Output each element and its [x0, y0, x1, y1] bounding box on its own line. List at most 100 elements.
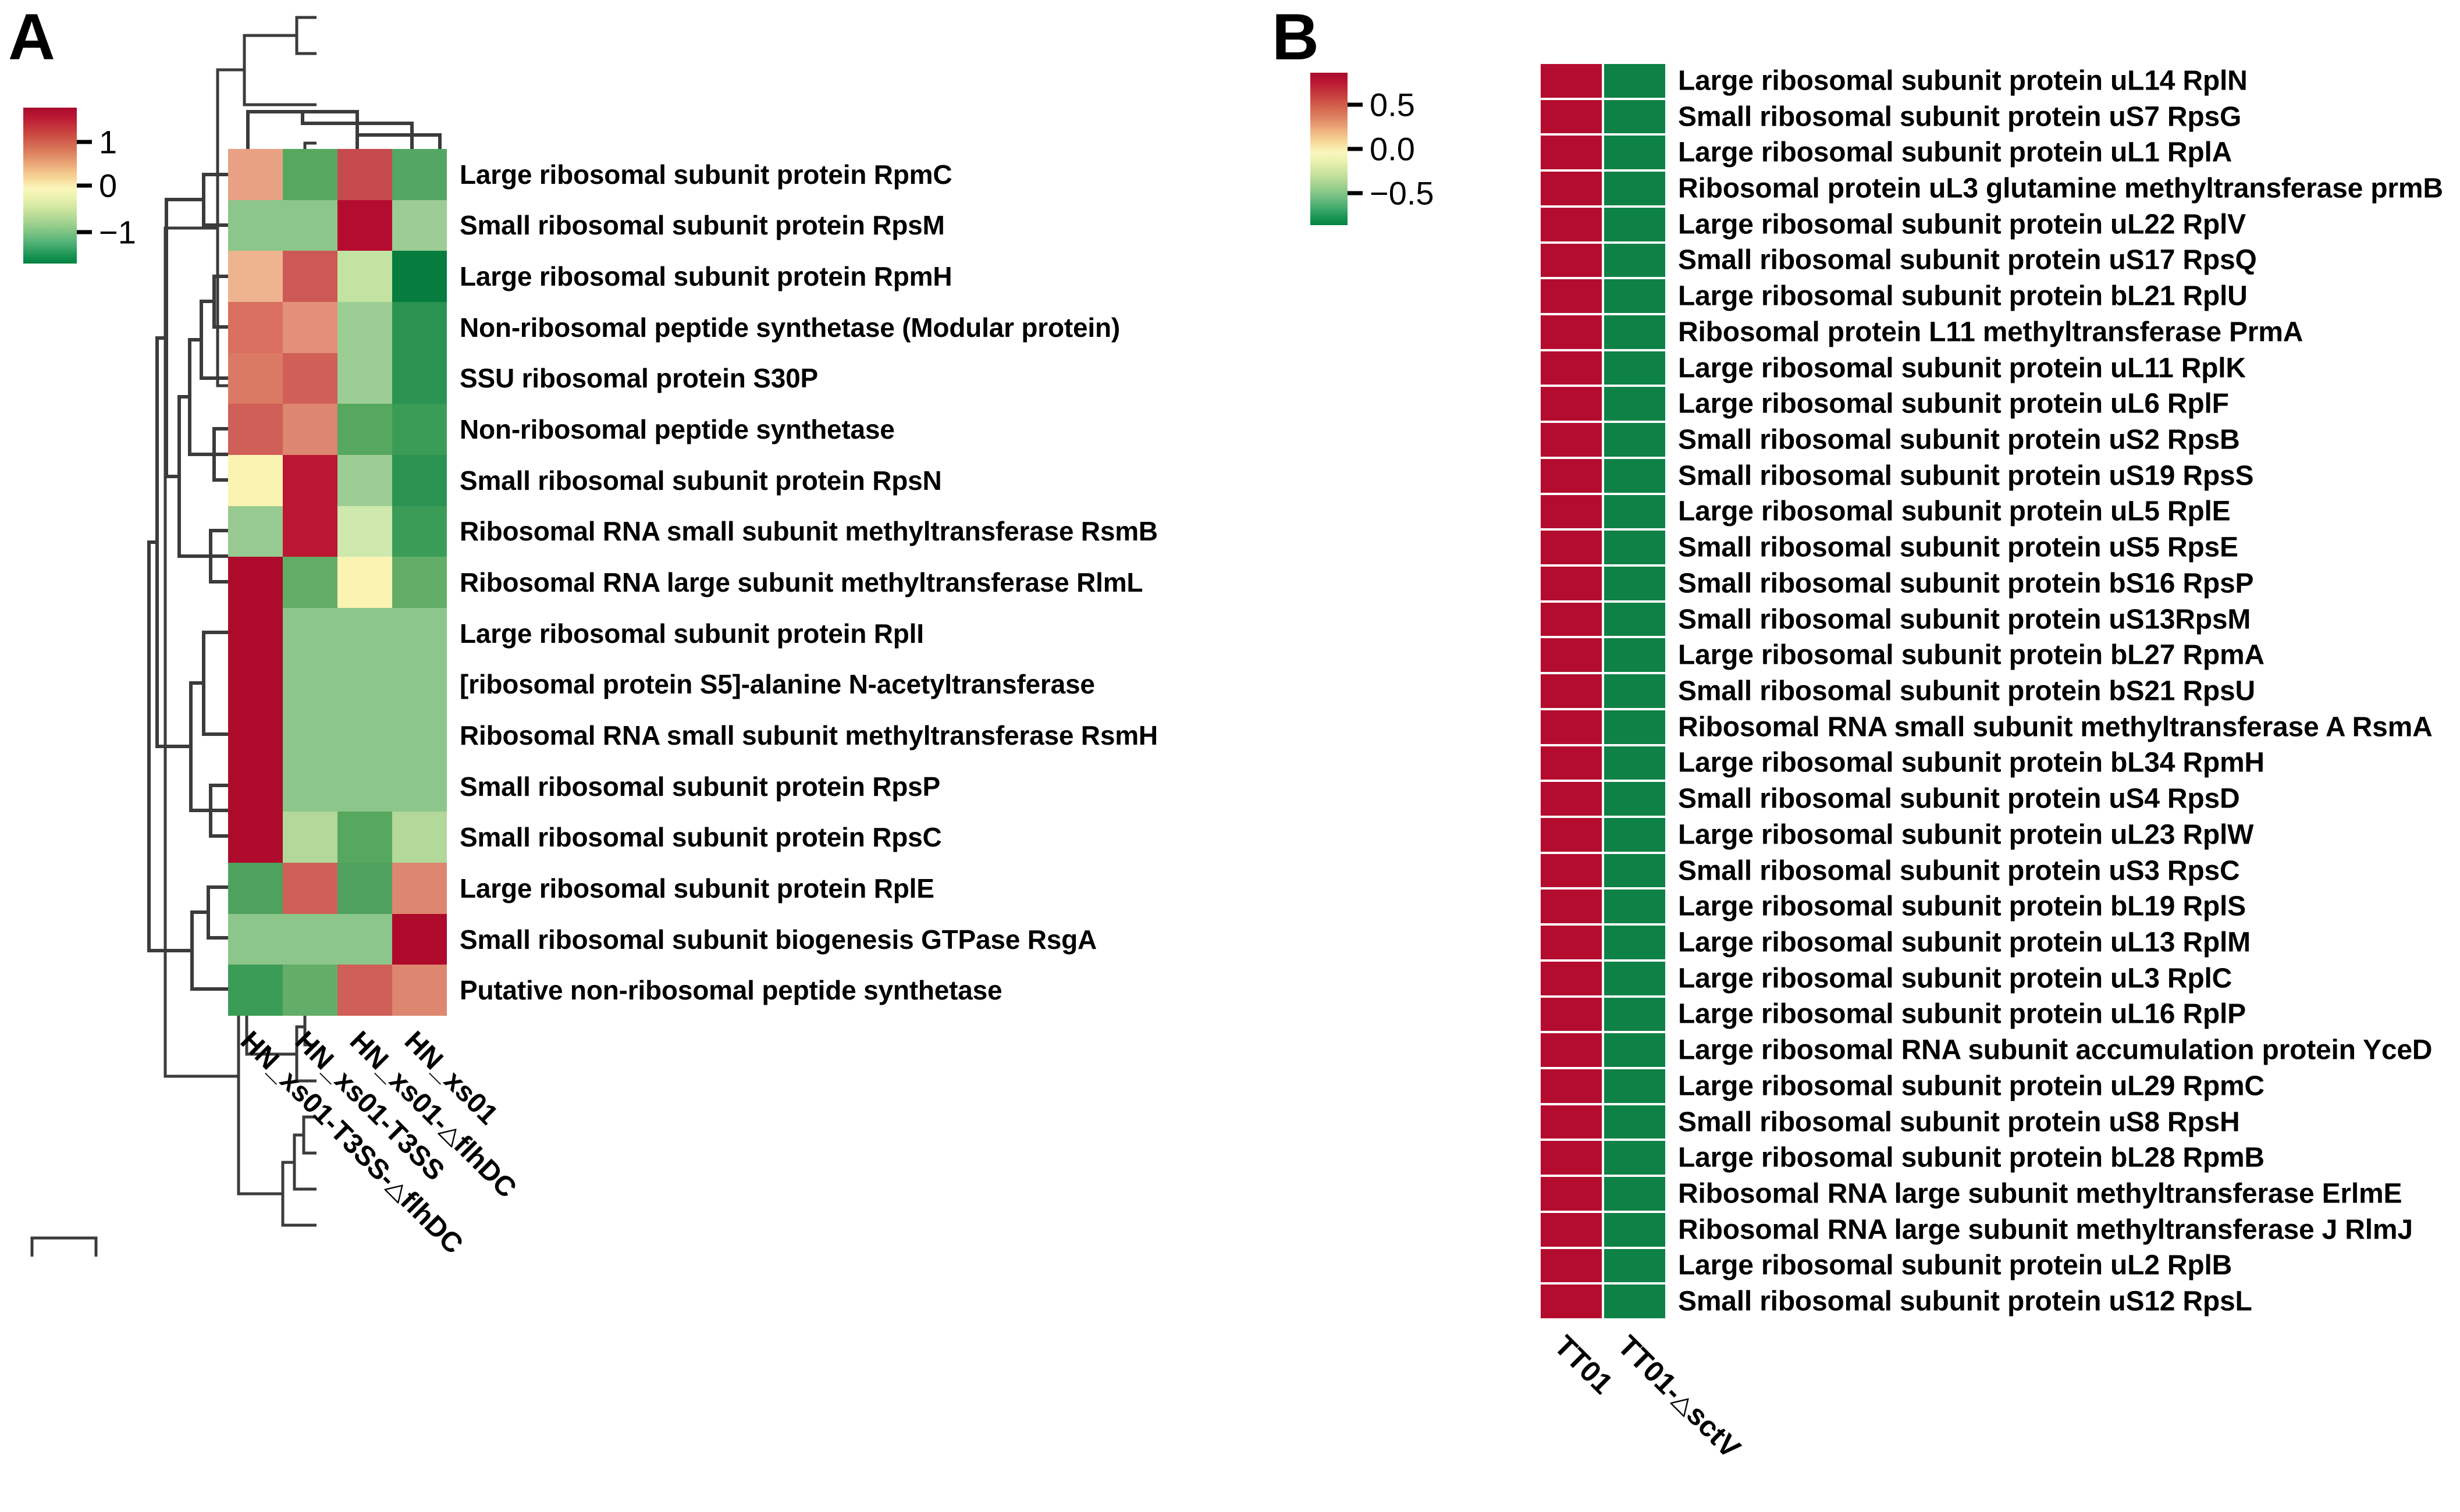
- heatmap-cell[interactable]: [1541, 1033, 1602, 1067]
- heatmap-cell[interactable]: [337, 353, 392, 404]
- heatmap-cell[interactable]: [337, 506, 392, 557]
- heatmap-cell[interactable]: [1541, 997, 1602, 1031]
- heatmap-cell[interactable]: [1604, 890, 1665, 924]
- heatmap-cell[interactable]: [228, 812, 283, 863]
- heatmap-cell[interactable]: [337, 404, 392, 456]
- heatmap-cell[interactable]: [1604, 1212, 1665, 1247]
- heatmap-cell[interactable]: [1604, 1105, 1665, 1139]
- heatmap-cell[interactable]: [392, 659, 447, 710]
- heatmap-cell[interactable]: [228, 913, 283, 965]
- heatmap-cell[interactable]: [1604, 853, 1665, 888]
- heatmap-cell[interactable]: [228, 454, 283, 506]
- heatmap-cell[interactable]: [337, 710, 392, 762]
- heatmap-cell[interactable]: [392, 557, 447, 609]
- heatmap-cell[interactable]: [283, 607, 337, 659]
- heatmap-cell[interactable]: [1604, 423, 1665, 457]
- heatmap-cell[interactable]: [392, 454, 447, 506]
- heatmap-cell[interactable]: [1541, 351, 1602, 385]
- heatmap-cell[interactable]: [1604, 1177, 1665, 1211]
- heatmap-cell[interactable]: [392, 710, 447, 762]
- heatmap-cell[interactable]: [283, 659, 337, 710]
- heatmap-cell[interactable]: [1541, 64, 1602, 98]
- heatmap-cell[interactable]: [1604, 243, 1665, 278]
- heatmap-cell[interactable]: [1604, 136, 1665, 170]
- heatmap-cell[interactable]: [1604, 961, 1665, 995]
- heatmap-cell[interactable]: [392, 812, 447, 863]
- heatmap-cell[interactable]: [1604, 458, 1665, 493]
- heatmap-cell[interactable]: [1604, 494, 1665, 529]
- heatmap-cell[interactable]: [392, 149, 447, 200]
- heatmap-cell[interactable]: [228, 404, 283, 456]
- heatmap-cell[interactable]: [1604, 172, 1665, 205]
- heatmap-cell[interactable]: [1604, 531, 1665, 564]
- heatmap-cell[interactable]: [1541, 567, 1602, 600]
- heatmap-cell[interactable]: [1541, 279, 1602, 313]
- heatmap-cell[interactable]: [228, 965, 283, 1016]
- heatmap-cell[interactable]: [1541, 853, 1602, 888]
- heatmap-cell[interactable]: [1541, 602, 1602, 636]
- heatmap-cell[interactable]: [228, 301, 283, 353]
- heatmap-cell[interactable]: [228, 200, 283, 251]
- heatmap-cell[interactable]: [283, 557, 337, 609]
- heatmap-cell[interactable]: [1541, 458, 1602, 493]
- heatmap-cell[interactable]: [1604, 1248, 1665, 1283]
- heatmap-cell[interactable]: [1541, 387, 1602, 421]
- heatmap-cell[interactable]: [392, 353, 447, 404]
- heatmap-cell[interactable]: [1604, 567, 1665, 600]
- heatmap-cell[interactable]: [283, 301, 337, 353]
- heatmap-cell[interactable]: [1604, 926, 1665, 959]
- heatmap-cell[interactable]: [228, 251, 283, 303]
- heatmap-cell[interactable]: [1541, 172, 1602, 205]
- heatmap-cell[interactable]: [337, 812, 392, 863]
- heatmap-cell[interactable]: [1604, 674, 1665, 708]
- heatmap-cell[interactable]: [1604, 1141, 1665, 1175]
- heatmap-cell[interactable]: [283, 251, 337, 303]
- heatmap-cell[interactable]: [1541, 1177, 1602, 1211]
- heatmap-cell[interactable]: [228, 149, 283, 200]
- heatmap-cell[interactable]: [1541, 423, 1602, 457]
- heatmap-cell[interactable]: [392, 251, 447, 303]
- heatmap-cell[interactable]: [1541, 531, 1602, 564]
- heatmap-cell[interactable]: [283, 913, 337, 965]
- heatmap-cell[interactable]: [392, 301, 447, 353]
- heatmap-cell[interactable]: [392, 607, 447, 659]
- heatmap-cell[interactable]: [1541, 1285, 1602, 1318]
- heatmap-cell[interactable]: [1604, 1033, 1665, 1067]
- heatmap-cell[interactable]: [1541, 99, 1602, 134]
- heatmap-cell[interactable]: [1604, 351, 1665, 385]
- heatmap-cell[interactable]: [283, 149, 337, 200]
- heatmap-cell[interactable]: [337, 454, 392, 506]
- heatmap-cell[interactable]: [1604, 746, 1665, 780]
- heatmap-cell[interactable]: [1604, 997, 1665, 1031]
- heatmap-cell[interactable]: [337, 251, 392, 303]
- heatmap-cell[interactable]: [228, 863, 283, 915]
- panel-b-heatmap[interactable]: [1540, 63, 1666, 1319]
- heatmap-cell[interactable]: [1604, 638, 1665, 673]
- heatmap-cell[interactable]: [1604, 1285, 1665, 1318]
- heatmap-cell[interactable]: [392, 506, 447, 557]
- heatmap-cell[interactable]: [1541, 890, 1602, 924]
- heatmap-cell[interactable]: [283, 710, 337, 762]
- heatmap-cell[interactable]: [283, 506, 337, 557]
- heatmap-cell[interactable]: [1541, 961, 1602, 995]
- panel-a-heatmap[interactable]: [228, 149, 447, 1016]
- heatmap-cell[interactable]: [1541, 746, 1602, 780]
- heatmap-cell[interactable]: [283, 454, 337, 506]
- heatmap-cell[interactable]: [1604, 1069, 1665, 1103]
- heatmap-cell[interactable]: [1604, 207, 1665, 241]
- heatmap-cell[interactable]: [337, 760, 392, 812]
- heatmap-cell[interactable]: [228, 557, 283, 609]
- heatmap-cell[interactable]: [392, 913, 447, 965]
- heatmap-cell[interactable]: [337, 149, 392, 200]
- heatmap-cell[interactable]: [228, 506, 283, 557]
- heatmap-cell[interactable]: [228, 760, 283, 812]
- heatmap-cell[interactable]: [1541, 315, 1602, 349]
- heatmap-cell[interactable]: [228, 353, 283, 404]
- heatmap-cell[interactable]: [1541, 674, 1602, 708]
- heatmap-cell[interactable]: [337, 913, 392, 965]
- heatmap-cell[interactable]: [1604, 315, 1665, 349]
- heatmap-cell[interactable]: [1541, 1105, 1602, 1139]
- heatmap-cell[interactable]: [283, 760, 337, 812]
- heatmap-cell[interactable]: [337, 557, 392, 609]
- heatmap-cell[interactable]: [337, 200, 392, 251]
